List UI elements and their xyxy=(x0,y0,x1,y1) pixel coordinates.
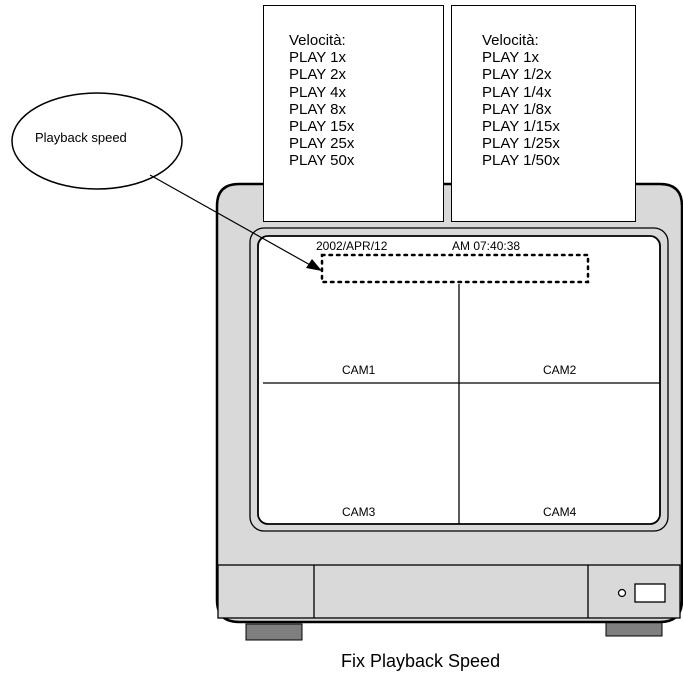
speed-title: Velocità: xyxy=(482,32,539,49)
speed-option: PLAY 25x xyxy=(289,135,355,153)
camera-label-cam1: CAM1 xyxy=(342,363,376,377)
speed-option: PLAY 4x xyxy=(289,83,346,101)
speed-option: PLAY 50x xyxy=(289,152,355,170)
speed-box-slow: Velocità: PLAY 1x PLAY 1/2x PLAY 1/4x PL… xyxy=(451,5,636,222)
speed-option: PLAY 1/2x xyxy=(482,66,552,84)
speed-list-slow: Velocità: PLAY 1x PLAY 1/2x PLAY 1/4x PL… xyxy=(482,32,560,170)
speed-option: PLAY 1/8x xyxy=(482,100,552,118)
speed-option: PLAY 15x xyxy=(289,117,355,135)
speed-option: PLAY 1/15x xyxy=(482,117,560,135)
speed-option: PLAY 2x xyxy=(289,66,346,84)
callout-arrowhead xyxy=(306,259,322,271)
control-panel xyxy=(217,564,681,619)
callout-ellipse xyxy=(11,92,183,190)
speed-title: Velocità: xyxy=(289,32,346,49)
callout-label: Playback speed xyxy=(35,130,127,145)
camera-label-cam2: CAM2 xyxy=(543,363,577,377)
figure-caption: Fix Playback Speed xyxy=(341,651,501,671)
camera-label-cam4: CAM4 xyxy=(543,505,577,519)
power-led-icon xyxy=(617,588,627,598)
screen-date: 2002/APR/12 xyxy=(316,239,388,253)
speed-option: PLAY 1/4x xyxy=(482,83,552,101)
callout-leader-line xyxy=(149,174,313,267)
speed-osd-area xyxy=(320,253,590,284)
camera-label-cam3: CAM3 xyxy=(342,505,376,519)
speed-option: PLAY 1x xyxy=(289,49,346,67)
left-foot xyxy=(245,623,303,641)
speed-option: PLAY 1x xyxy=(482,49,539,67)
speed-box-forward: Velocità: PLAY 1x PLAY 2x PLAY 4x PLAY 8… xyxy=(263,5,444,222)
speed-list-forward: Velocità: PLAY 1x PLAY 2x PLAY 4x PLAY 8… xyxy=(289,32,354,170)
power-button[interactable] xyxy=(634,583,666,603)
screen-time: AM 07:40:38 xyxy=(452,239,521,253)
speed-option: PLAY 1/25x xyxy=(482,135,560,153)
speed-option: PLAY 1/50x xyxy=(482,152,560,170)
speed-option: PLAY 8x xyxy=(289,100,346,118)
